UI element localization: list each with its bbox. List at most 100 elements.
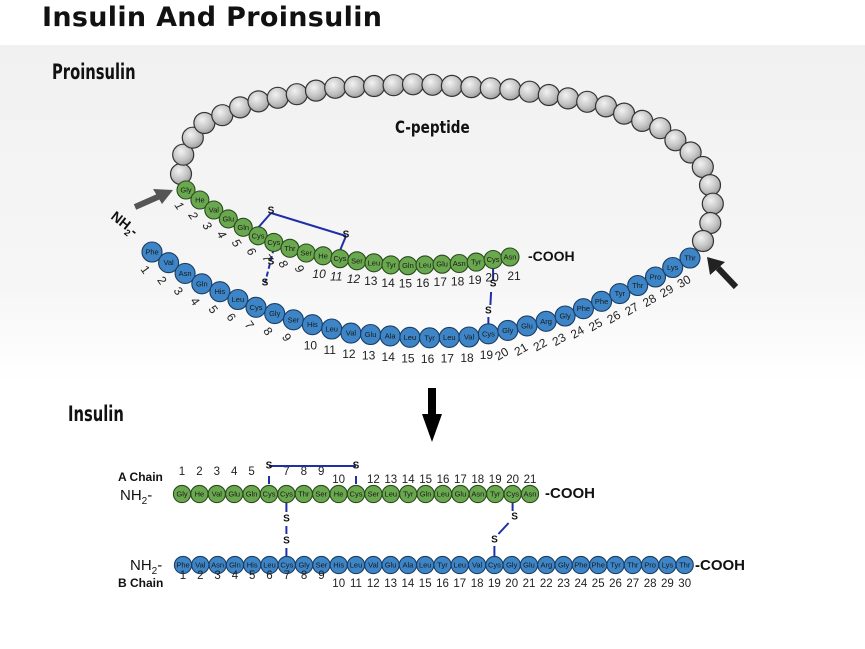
b-chain-position-number: 30 [678,578,691,590]
a-chain-position-number: 14 [381,276,395,290]
b-chain-position-number: 26 [609,578,622,590]
a-chain-position-number: 3 [214,466,220,478]
b-chain-residue: Lys [658,555,677,575]
a-chain-position-number: 1 [179,466,185,478]
b-chain-residue: Leu [227,288,249,311]
residue-name: Cys [250,303,263,312]
a-chain-position-number: 3 [199,219,214,233]
sulfur-label: S [490,279,497,290]
a-chain-residue: He [329,484,348,504]
c-peptide-bead [664,129,687,152]
residue-name: Ser [288,315,300,324]
b-chain-position-number: 16 [436,578,449,590]
sulfur-label: S [266,461,273,472]
c-peptide-bead [421,73,444,96]
b-chain-residue: Val [158,252,180,274]
residue-bead [227,288,249,311]
disulfide-bond-line [270,212,347,237]
residue-name: Ser [351,256,363,265]
residue-name: His [333,561,344,570]
down-arrow-icon [428,388,436,418]
down-arrow-head-icon [422,414,442,442]
b-chain-residue: Gly [497,319,519,341]
residue-name: Glu [365,330,377,339]
c-peptide-bead [343,75,366,99]
residue-bead [591,290,613,312]
residue-name: His [214,287,225,296]
b-chain-position-number: 1 [138,263,153,277]
b-chain-position-number: 14 [382,350,396,364]
residue-name: Leu [263,561,276,570]
residue-name: Ser [368,490,380,499]
a-chain-position-number: 14 [402,474,415,486]
a-chain-residue: Leu [433,484,453,504]
a-chain-position-number: 8 [301,466,307,478]
sulfur-label: S [491,535,498,546]
cooh-label-a-chain: -COOH [545,485,595,502]
residue-name: Phe [176,561,189,570]
residue-name: Thr [284,244,296,253]
b-chain-residue: His [301,314,323,336]
b-chain-residue: Tyr [419,327,441,349]
b-chain-position-number: 27 [622,299,641,318]
c-peptide-bead [247,90,270,113]
disulfide-bond-line [257,212,272,229]
a-chain-residue: Asn [520,484,540,504]
b-chain-position-number: 30 [675,272,694,291]
residue-bead [191,273,213,295]
residue-name: Tyr [490,490,501,499]
residue-name: Tyr [437,561,448,570]
a-chain-position-number: 5 [229,236,244,250]
residue-bead [679,247,701,269]
a-chain-position-number: 11 [330,270,342,284]
residue-name: Gln [420,490,432,499]
b-chain-position-number: 16 [421,352,435,366]
residue-name: Gly [559,312,571,321]
b-chain-residue: Gln [191,273,213,295]
b-chain-position-number: 27 [626,578,639,590]
c-peptide-bead [285,83,308,106]
b-chain-position-number: 6 [224,310,239,324]
residue-bead [627,274,649,297]
b-chain-residue: Thr [623,555,642,575]
c-peptide-bead [401,73,425,96]
c-peptide-bead [556,87,580,110]
b-chain-residue: Cys [485,555,504,575]
b-chain-residue: Leu [346,555,366,575]
c-peptide-bead [679,141,702,164]
a-chain-residue: Ser [296,243,316,263]
residue-name: Leu [368,258,381,267]
b-chain-residue: His [329,555,348,575]
c-peptide-bead [181,126,204,149]
residue-name: Leu [232,295,245,304]
residue-name: His [307,320,318,329]
residue-name: Gly [502,326,514,335]
residue-name: Leu [385,490,398,499]
residue-bead [218,209,238,229]
residue-name: He [318,251,328,260]
residue-name: Cys [252,231,265,240]
a-chain-residue: Thr [280,238,300,258]
b-chain-position-number: 19 [488,578,501,590]
b-chain-position-number: 21 [523,578,536,590]
c-peptide-bead [266,86,289,109]
a-chain-position-number: 20 [485,271,499,285]
residue-name: Cys [350,490,363,499]
b-chain-residue: Tyr [606,555,625,575]
a-chain-position-number: 10 [332,474,345,486]
nh2-text: NH2- [106,208,142,242]
residue-name: Val [195,561,206,570]
a-chain-residue: Cys [346,484,366,504]
residue-name: Asn [524,490,537,499]
b-chain-residue: Ala [398,555,418,575]
residue-bead [644,266,667,288]
b-chain-position-number: 28 [640,291,659,310]
b-chain-position-number: 9 [279,331,294,345]
a-chain-position-number: 17 [454,474,467,486]
a-chain-residue: Glu [451,484,470,504]
c-peptide-bead [537,83,560,107]
sulfur-label: S [283,536,290,547]
c-peptide-chain [169,73,724,253]
